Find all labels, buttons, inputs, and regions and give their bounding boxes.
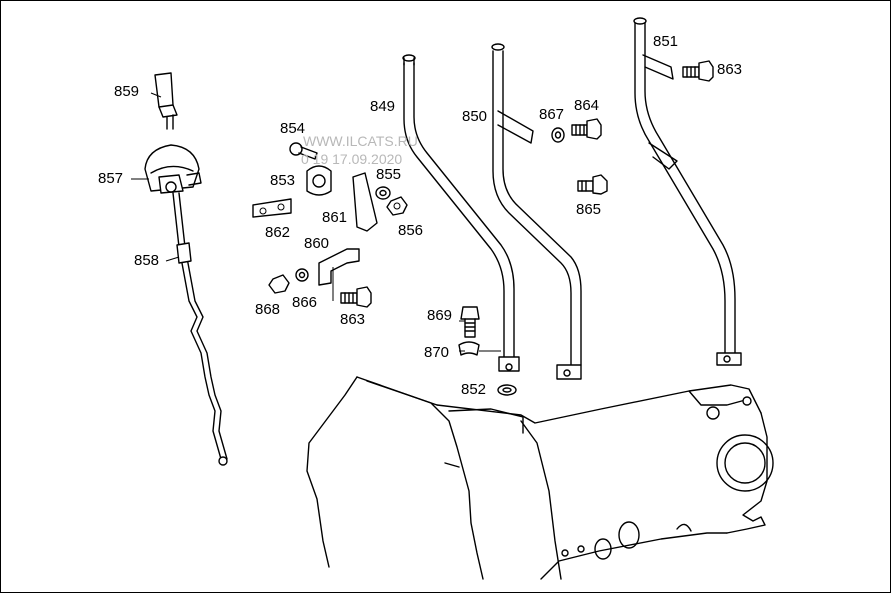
bracket-862[interactable] — [252, 198, 292, 218]
callout-863-lower[interactable]: 863 — [340, 311, 365, 328]
watermark-line1: WWW.ILCATS.RU — [303, 133, 418, 149]
seal-ring-852[interactable] — [497, 384, 517, 396]
bolt-854[interactable] — [289, 142, 318, 160]
callout-860[interactable]: 860 — [304, 235, 329, 252]
watermark-line2: 0 19 17.09.2020 — [301, 151, 402, 167]
callout-869[interactable]: 869 — [427, 307, 452, 324]
bolt-863-top[interactable] — [682, 60, 714, 82]
callout-849[interactable]: 849 — [370, 98, 395, 115]
clip-870[interactable] — [458, 341, 501, 356]
callout-851[interactable]: 851 — [653, 33, 678, 50]
callout-854[interactable]: 854 — [280, 120, 305, 137]
dipstick-tube-850[interactable] — [491, 43, 582, 380]
bolt-863-lower[interactable] — [340, 286, 372, 308]
callout-864[interactable]: 864 — [574, 97, 599, 114]
nut-856[interactable] — [386, 196, 408, 216]
callout-855[interactable]: 855 — [376, 166, 401, 183]
dipstick-858[interactable] — [172, 192, 228, 466]
callout-870[interactable]: 870 — [424, 344, 449, 361]
dipstick-handle-859[interactable] — [154, 72, 178, 130]
leader-lines — [131, 92, 465, 352]
callout-865[interactable]: 865 — [576, 201, 601, 218]
clamp-853[interactable] — [306, 165, 332, 196]
callout-852[interactable]: 852 — [461, 381, 486, 398]
callout-850[interactable]: 850 — [462, 108, 487, 125]
callout-853[interactable]: 853 — [270, 172, 295, 189]
callout-858[interactable]: 858 — [134, 252, 159, 269]
dipstick-tube-851[interactable] — [633, 17, 742, 366]
lock-cap-857[interactable] — [144, 144, 202, 194]
callout-857[interactable]: 857 — [98, 170, 123, 187]
bolt-865[interactable] — [577, 174, 608, 195]
callout-867[interactable]: 867 — [539, 106, 564, 123]
dipstick-tube-849[interactable] — [402, 54, 520, 372]
nut-868[interactable] — [268, 274, 290, 294]
washer-866[interactable] — [295, 268, 309, 282]
callout-856[interactable]: 856 — [398, 222, 423, 239]
bolt-864[interactable] — [571, 118, 602, 140]
callout-859[interactable]: 859 — [114, 83, 139, 100]
washer-867[interactable] — [551, 127, 565, 143]
bracket-861[interactable] — [352, 172, 378, 232]
callout-866[interactable]: 866 — [292, 294, 317, 311]
callout-862[interactable]: 862 — [265, 224, 290, 241]
callout-868[interactable]: 868 — [255, 301, 280, 318]
transmission-housing[interactable] — [306, 376, 774, 580]
callout-861[interactable]: 861 — [322, 209, 347, 226]
bolt-869[interactable] — [460, 306, 480, 338]
callout-863-top[interactable]: 863 — [717, 61, 742, 78]
washer-855[interactable] — [375, 186, 391, 200]
